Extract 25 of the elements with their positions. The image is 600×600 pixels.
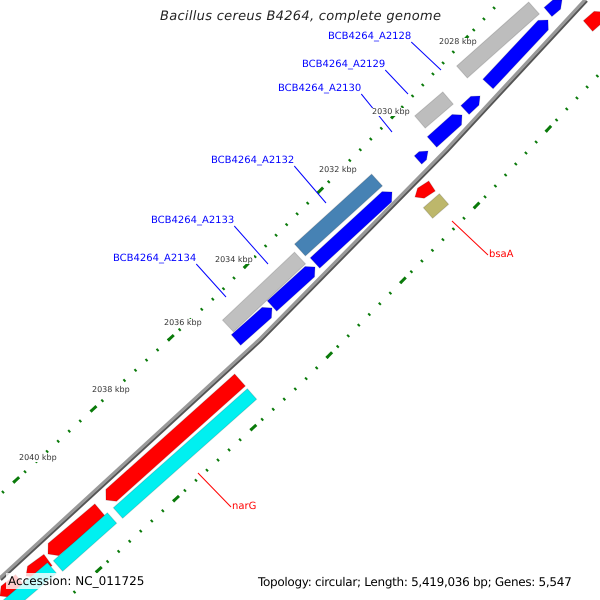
leader-line	[384, 70, 408, 94]
leader-line	[198, 472, 232, 508]
leader-line	[452, 220, 488, 256]
leader-line	[294, 166, 326, 204]
gene-label: narG	[232, 502, 256, 512]
scale-label: 2040 kbp	[18, 454, 58, 462]
gene-label: BCB4264_A2129	[302, 60, 386, 70]
scale-label: 2038 kbp	[91, 386, 131, 394]
scale-label: 2034 kbp	[214, 256, 254, 264]
scale-label: 2030 kbp	[371, 108, 411, 116]
leader-line	[234, 226, 268, 264]
gene-label: BCB4264_A2133	[151, 216, 234, 226]
scale-label: 2036 kbp	[163, 319, 203, 327]
gene-label: BCB4264_A2130	[278, 84, 362, 94]
accession-text: Accession: NC_011725	[6, 573, 146, 589]
leader-line	[196, 264, 226, 298]
gene-label: BCB4264_A2134	[113, 254, 196, 264]
gene-label: BCB4264_A2132	[211, 156, 294, 166]
gene-label: bsaA	[489, 250, 514, 260]
map-title: Bacillus cereus B4264, complete genome	[160, 10, 442, 23]
scale-label: 2028 kbp	[438, 38, 478, 46]
gene-label: BCB4264_A2128	[328, 32, 412, 42]
genome-stats-text: Topology: circular; Length: 5,419,036 bp; Genes: 5,547	[258, 576, 572, 588]
leader-line	[410, 42, 442, 70]
scale-label: 2032 kbp	[318, 166, 358, 174]
